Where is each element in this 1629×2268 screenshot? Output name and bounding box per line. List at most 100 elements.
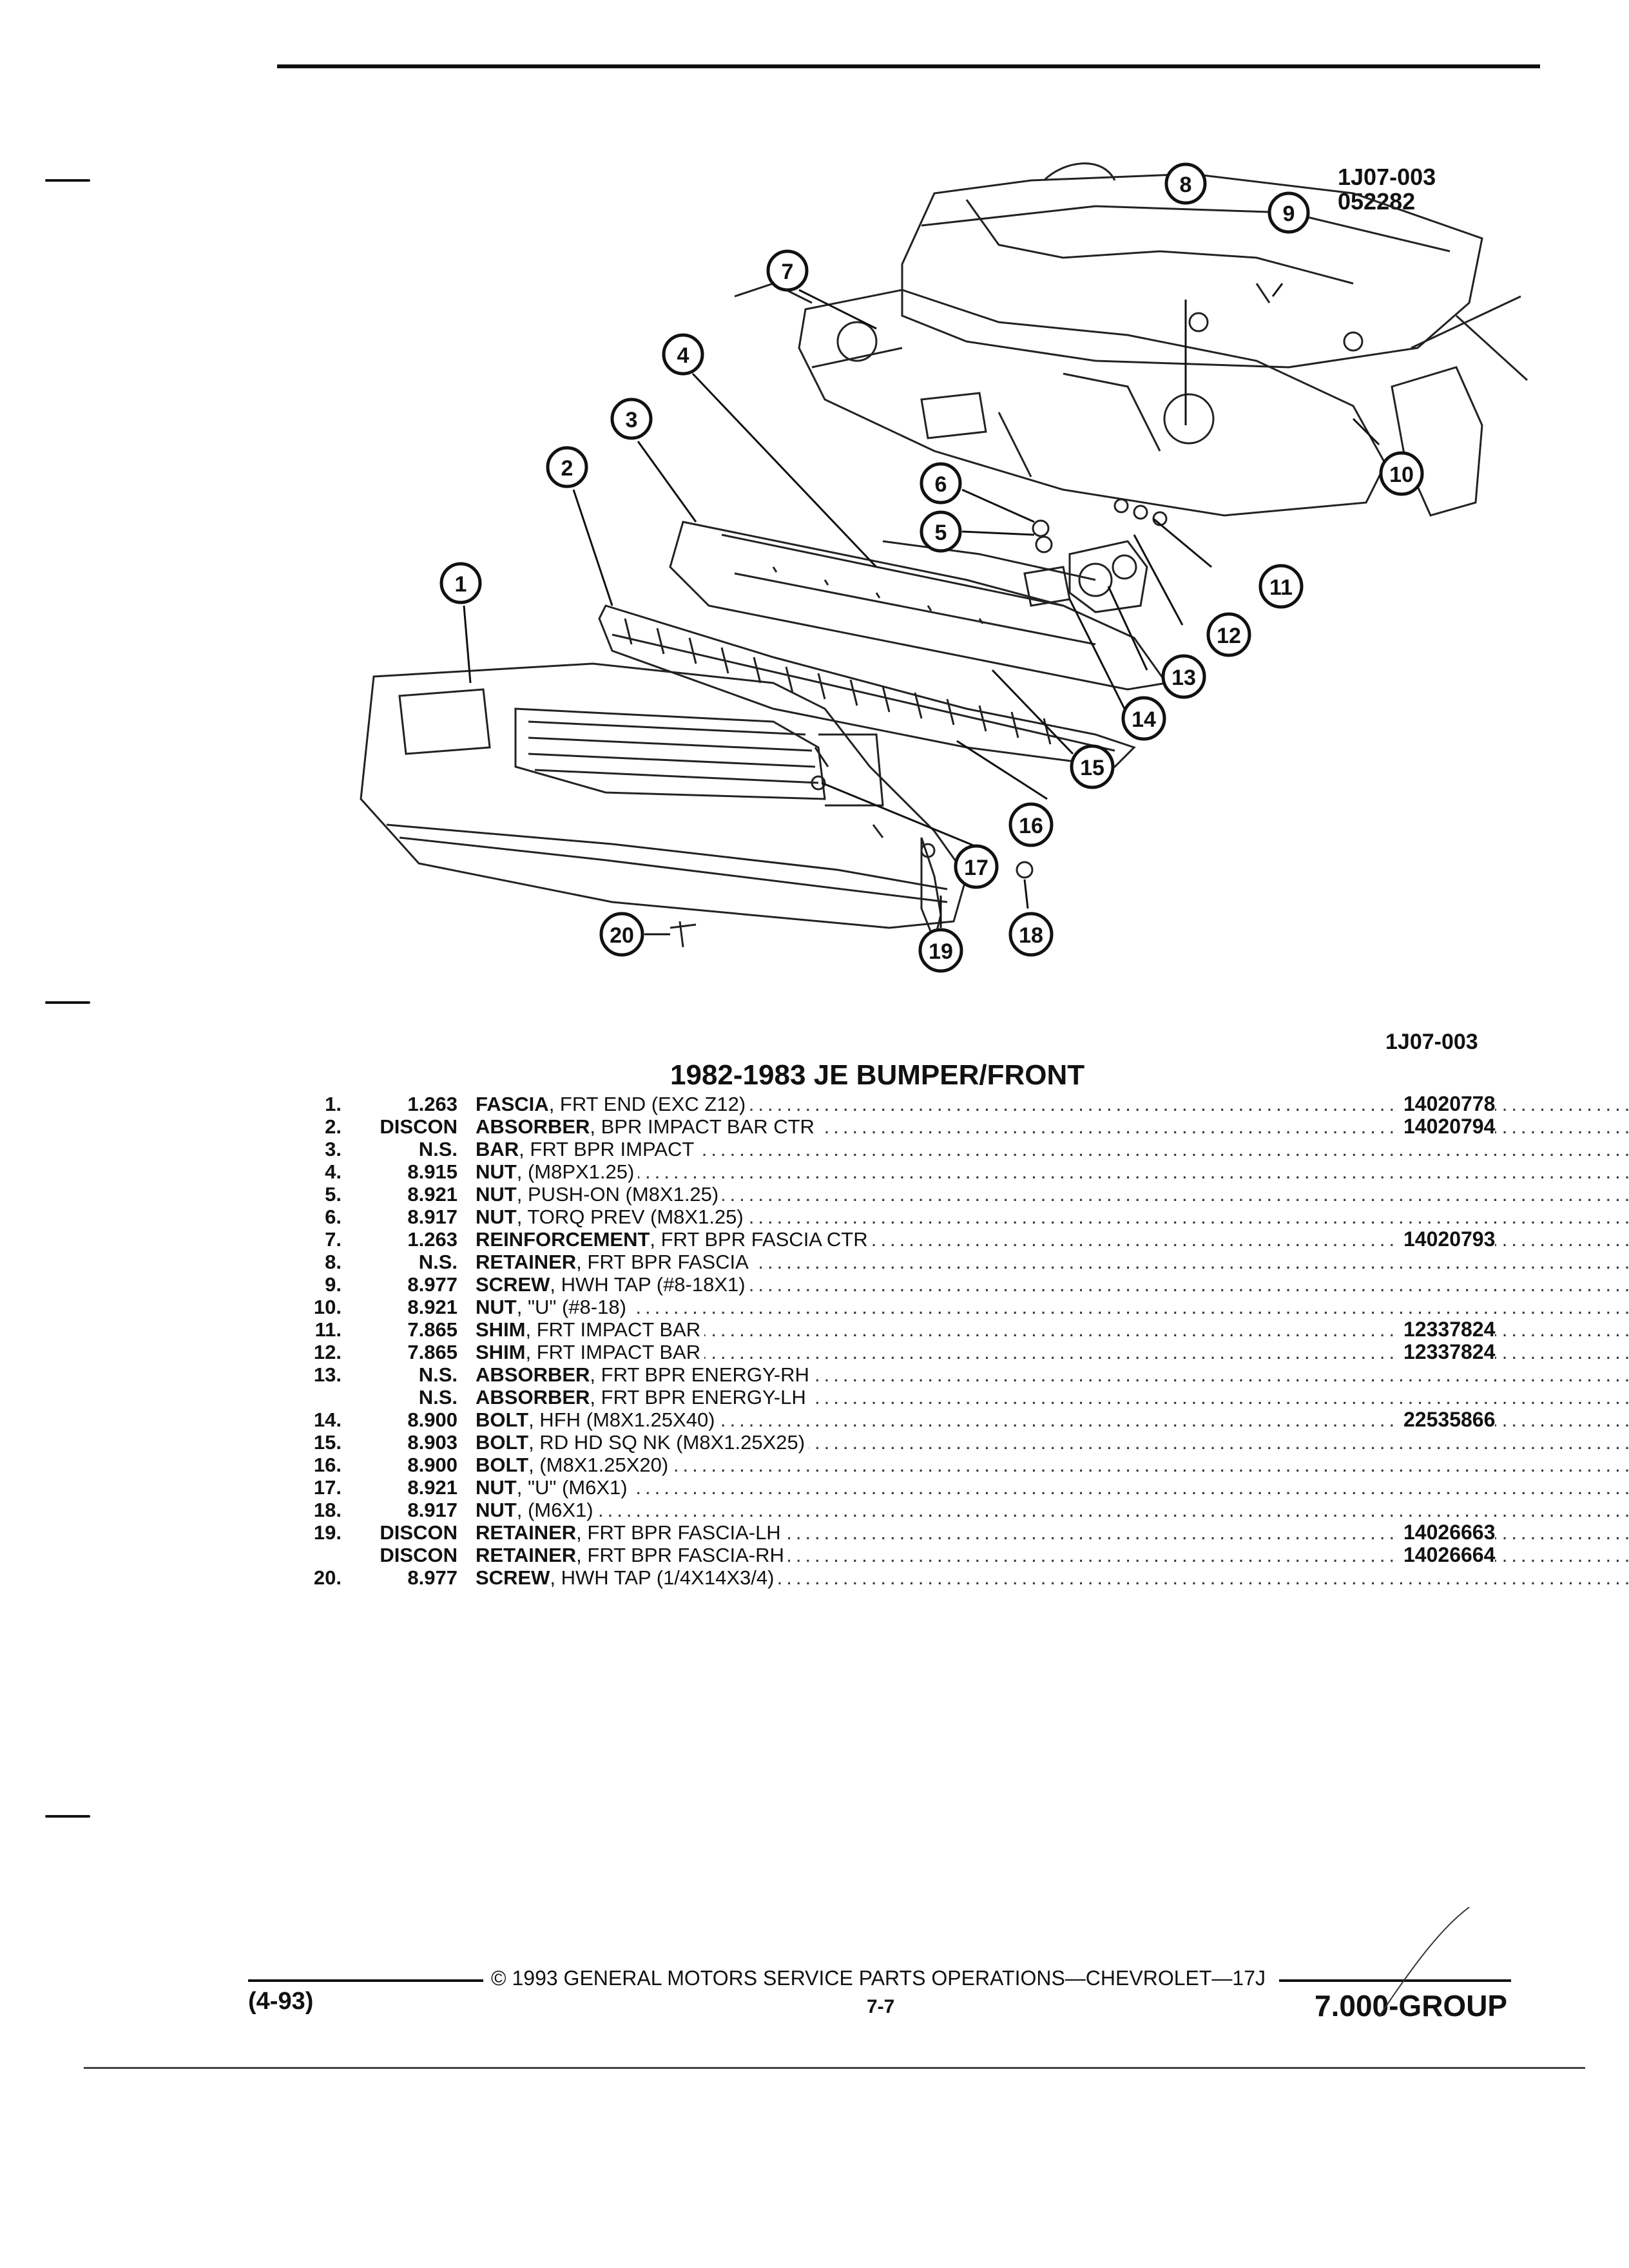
item-description: BOLT, RD HD SQ NK (M8X1.25X25) (476, 1431, 809, 1454)
item-code: DISCON (380, 1521, 458, 1544)
item-description: SHIM, FRT IMPACT BAR (476, 1318, 705, 1341)
parts-row: ........................................… (303, 1476, 1629, 1499)
item-desc: , HWH TAP (1/4X14X3/4) (550, 1566, 775, 1589)
svg-text:14: 14 (1132, 707, 1156, 732)
part-number: 14020778 (1398, 1093, 1496, 1115)
callout-5: 5 (920, 510, 962, 553)
item-name: FASCIA (476, 1093, 549, 1115)
parts-row: ........................................… (303, 1499, 1629, 1521)
item-description: RETAINER, FRT BPR FASCIA (476, 1251, 753, 1273)
item-description: RETAINER, FRT BPR FASCIA-LH (476, 1521, 785, 1544)
item-desc: , FRT BPR ENERGY-LH (590, 1386, 806, 1408)
parts-row: ........................................… (303, 1341, 1629, 1363)
svg-text:17: 17 (964, 856, 988, 880)
item-name: REINFORCEMENT (476, 1228, 650, 1251)
callout-12: 12 (1206, 612, 1251, 657)
parts-row: ........................................… (303, 1273, 1629, 1296)
item-desc: , FRT END (EXC Z12) (548, 1093, 746, 1115)
item-name: RETAINER (476, 1251, 577, 1273)
parts-row: ........................................… (303, 1521, 1629, 1544)
svg-text:15: 15 (1080, 756, 1104, 780)
item-name: RETAINER (476, 1521, 577, 1544)
item-desc: , FRT IMPACT BAR (525, 1341, 701, 1363)
parts-row: ........................................… (303, 1183, 1629, 1206)
item-desc: , FRT BPR FASCIA-LH (576, 1521, 781, 1544)
parts-row: ........................................… (303, 1093, 1629, 1115)
svg-text:13: 13 (1171, 666, 1196, 690)
item-number: 15. (313, 1431, 342, 1454)
item-name: NUT (476, 1160, 517, 1183)
item-desc: , PUSH-ON (M8X1.25) (516, 1183, 719, 1206)
item-desc: , HFH (M8X1.25X40) (528, 1408, 715, 1431)
item-number: 2. (325, 1115, 342, 1138)
item-number: 16. (313, 1454, 342, 1476)
part-number: 14020794 (1398, 1115, 1496, 1138)
svg-text:3: 3 (626, 408, 638, 432)
item-desc: , (M8PX1.25) (516, 1160, 635, 1183)
item-name: SCREW (476, 1566, 550, 1589)
item-name: BOLT (476, 1408, 529, 1431)
item-number: 20. (313, 1566, 342, 1589)
parts-row: ........................................… (303, 1251, 1629, 1273)
footer-rule-left (248, 1979, 483, 1982)
item-description: NUT, PUSH-ON (M8X1.25) (476, 1183, 723, 1206)
parts-row: ........................................… (303, 1386, 1629, 1408)
page-title: 1982-1983 JE BUMPER/FRONT (670, 1059, 1085, 1091)
parts-row: ........................................… (303, 1363, 1629, 1386)
item-number: 17. (313, 1476, 342, 1499)
item-desc: , "U" (M6X1) (516, 1476, 628, 1499)
exploded-parts-diagram: 1 2 3 4 5 6 7 8 9 10 11 12 13 14 15 16 1… (360, 162, 1528, 973)
item-desc: , (M8X1.25X20) (528, 1454, 669, 1476)
item-description: BAR, FRT BPR IMPACT (476, 1138, 699, 1160)
svg-text:12: 12 (1217, 624, 1241, 648)
callout-2: 2 (546, 446, 588, 488)
parts-row: ........................................… (303, 1296, 1629, 1318)
svg-text:20: 20 (610, 923, 634, 948)
svg-text:2: 2 (561, 456, 574, 481)
impact-bar-illustration (669, 521, 1168, 691)
item-desc: , FRT BPR FASCIA (576, 1251, 749, 1273)
item-description: FASCIA, FRT END (EXC Z12) (476, 1093, 750, 1115)
item-code: 8.977 (407, 1566, 458, 1589)
svg-text:16: 16 (1019, 814, 1043, 838)
item-code: 8.917 (407, 1499, 458, 1521)
item-code: DISCON (380, 1115, 458, 1138)
item-desc: , FRT BPR FASCIA CTR (650, 1228, 868, 1251)
item-number: 12. (313, 1341, 342, 1363)
item-name: ABSORBER (476, 1363, 590, 1386)
item-number: 10. (313, 1296, 342, 1318)
item-description: BOLT, (M8X1.25X20) (476, 1454, 673, 1476)
callout-14: 14 (1121, 696, 1166, 741)
callout-20: 20 (599, 912, 644, 957)
callout-11: 11 (1258, 564, 1304, 609)
item-name: NUT (476, 1476, 517, 1499)
item-description: SCREW, HWH TAP (1/4X14X3/4) (476, 1566, 778, 1589)
item-desc: , RD HD SQ NK (M8X1.25X25) (528, 1431, 805, 1454)
item-desc: , BPR IMPACT BAR CTR (590, 1115, 815, 1138)
item-desc: , "U" (#8-18) (516, 1296, 626, 1318)
part-number: 14020793 (1398, 1228, 1496, 1251)
margin-mark (45, 1001, 90, 1004)
svg-text:10: 10 (1389, 463, 1414, 487)
item-description: NUT, "U" (#8-18) (476, 1296, 630, 1318)
top-rule (277, 64, 1540, 68)
item-desc: , (M6X1) (516, 1499, 593, 1521)
parts-row: ........................................… (303, 1160, 1629, 1183)
item-name: NUT (476, 1183, 517, 1206)
svg-text:19: 19 (929, 939, 953, 964)
svg-text:11: 11 (1269, 575, 1293, 600)
parts-row: ........................................… (303, 1431, 1629, 1454)
parts-row: ........................................… (303, 1206, 1629, 1228)
item-description: NUT, (M6X1) (476, 1499, 597, 1521)
parts-row: ........................................… (303, 1544, 1629, 1566)
callout-13: 13 (1161, 654, 1206, 699)
item-number: 4. (325, 1160, 342, 1183)
footer-copyright: © 1993 GENERAL MOTORS SERVICE PARTS OPER… (491, 1966, 1266, 1990)
item-description: SCREW, HWH TAP (#8-18X1) (476, 1273, 749, 1296)
callout-10: 10 (1379, 451, 1424, 496)
item-description: NUT, (M8PX1.25) (476, 1160, 639, 1183)
parts-row: ........................................… (303, 1138, 1629, 1160)
item-name: SHIM (476, 1318, 526, 1341)
svg-text:5: 5 (935, 521, 947, 545)
item-code: 8.903 (407, 1431, 458, 1454)
